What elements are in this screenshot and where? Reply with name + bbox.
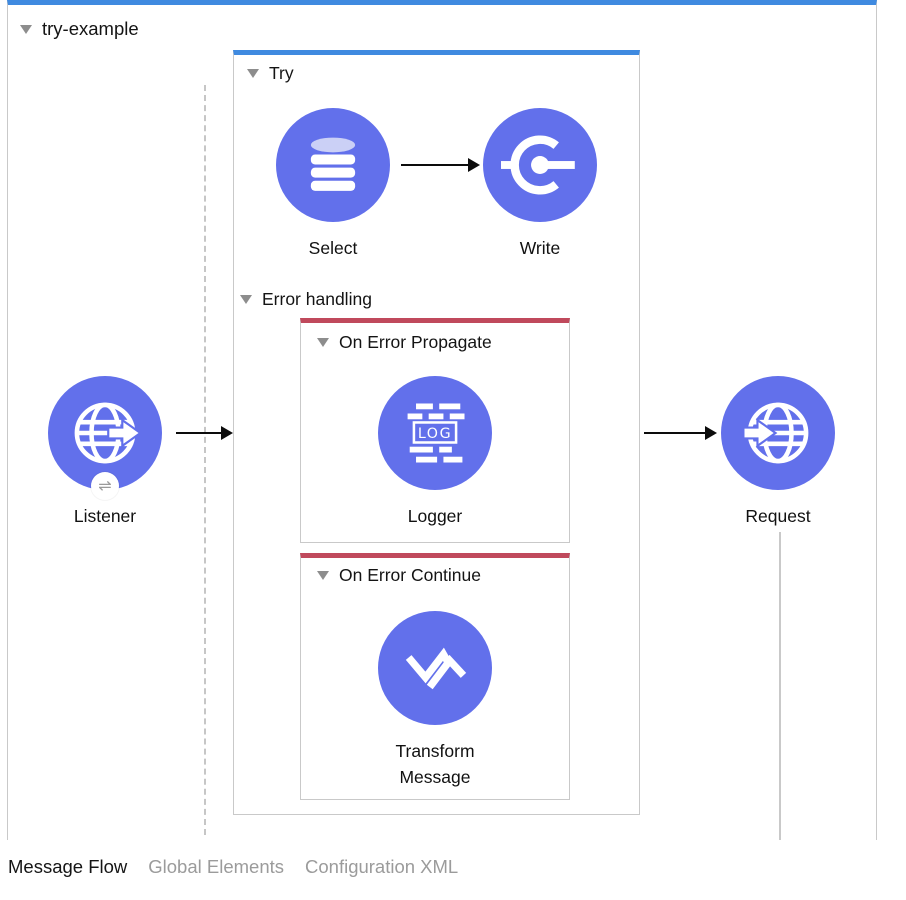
logger-circle[interactable]: LOG xyxy=(378,376,492,490)
logger-icon: LOG xyxy=(407,403,465,463)
flow-title: try-example xyxy=(42,18,139,39)
http-request-globe-icon xyxy=(742,402,809,464)
select-label: Select xyxy=(308,238,358,258)
http-listener-globe-icon xyxy=(74,402,143,464)
listener-circle[interactable] xyxy=(48,376,162,490)
database-icon xyxy=(310,137,356,191)
request-circle[interactable] xyxy=(721,376,835,490)
collapse-triangle-icon[interactable] xyxy=(247,69,259,78)
transform-circle[interactable] xyxy=(378,611,492,725)
collapse-triangle-icon[interactable] xyxy=(317,338,329,347)
try-scope-label: Try xyxy=(269,63,294,83)
try-scope-header[interactable]: Try xyxy=(247,63,294,84)
select-circle[interactable] xyxy=(276,108,390,222)
connector-line xyxy=(644,432,706,434)
flow-source-badge-icon: ⇌ xyxy=(91,472,119,500)
dataweave-transform-icon xyxy=(405,647,467,690)
editor-tab-bar: Message Flow Global Elements Configurati… xyxy=(8,856,458,878)
on-error-continue-header[interactable]: On Error Continue xyxy=(317,565,481,586)
connector-arrowhead-icon xyxy=(468,158,480,172)
request-label: Request xyxy=(745,506,811,526)
connector-arrowhead-icon xyxy=(221,426,233,440)
tab-configuration-xml[interactable]: Configuration XML xyxy=(305,856,459,877)
transform-label: Transform Message xyxy=(395,741,475,787)
logger-label: Logger xyxy=(407,506,463,526)
collapse-triangle-icon[interactable] xyxy=(240,295,252,304)
flow-continuation-line xyxy=(779,532,781,840)
on-error-propagate-header[interactable]: On Error Propagate xyxy=(317,332,492,353)
logger-icon-text: LOG xyxy=(418,426,452,442)
listener-label: Listener xyxy=(73,506,137,526)
on-error-continue-label: On Error Continue xyxy=(339,565,482,585)
collapse-triangle-icon[interactable] xyxy=(317,571,329,580)
connector-line xyxy=(176,432,222,434)
on-error-propagate-label: On Error Propagate xyxy=(339,332,492,352)
tab-message-flow[interactable]: Message Flow xyxy=(8,856,128,877)
error-handling-label: Error handling xyxy=(262,289,372,309)
tab-global-elements[interactable]: Global Elements xyxy=(148,856,284,877)
file-write-icon xyxy=(501,135,575,195)
connector-line xyxy=(401,164,469,166)
flow-header[interactable]: try-example xyxy=(20,18,139,40)
connector-arrowhead-icon xyxy=(705,426,717,440)
write-label: Write xyxy=(519,238,561,258)
write-circle[interactable] xyxy=(483,108,597,222)
error-handling-header[interactable]: Error handling xyxy=(240,289,372,310)
collapse-triangle-icon[interactable] xyxy=(20,24,32,34)
source-separator-line xyxy=(204,85,206,835)
